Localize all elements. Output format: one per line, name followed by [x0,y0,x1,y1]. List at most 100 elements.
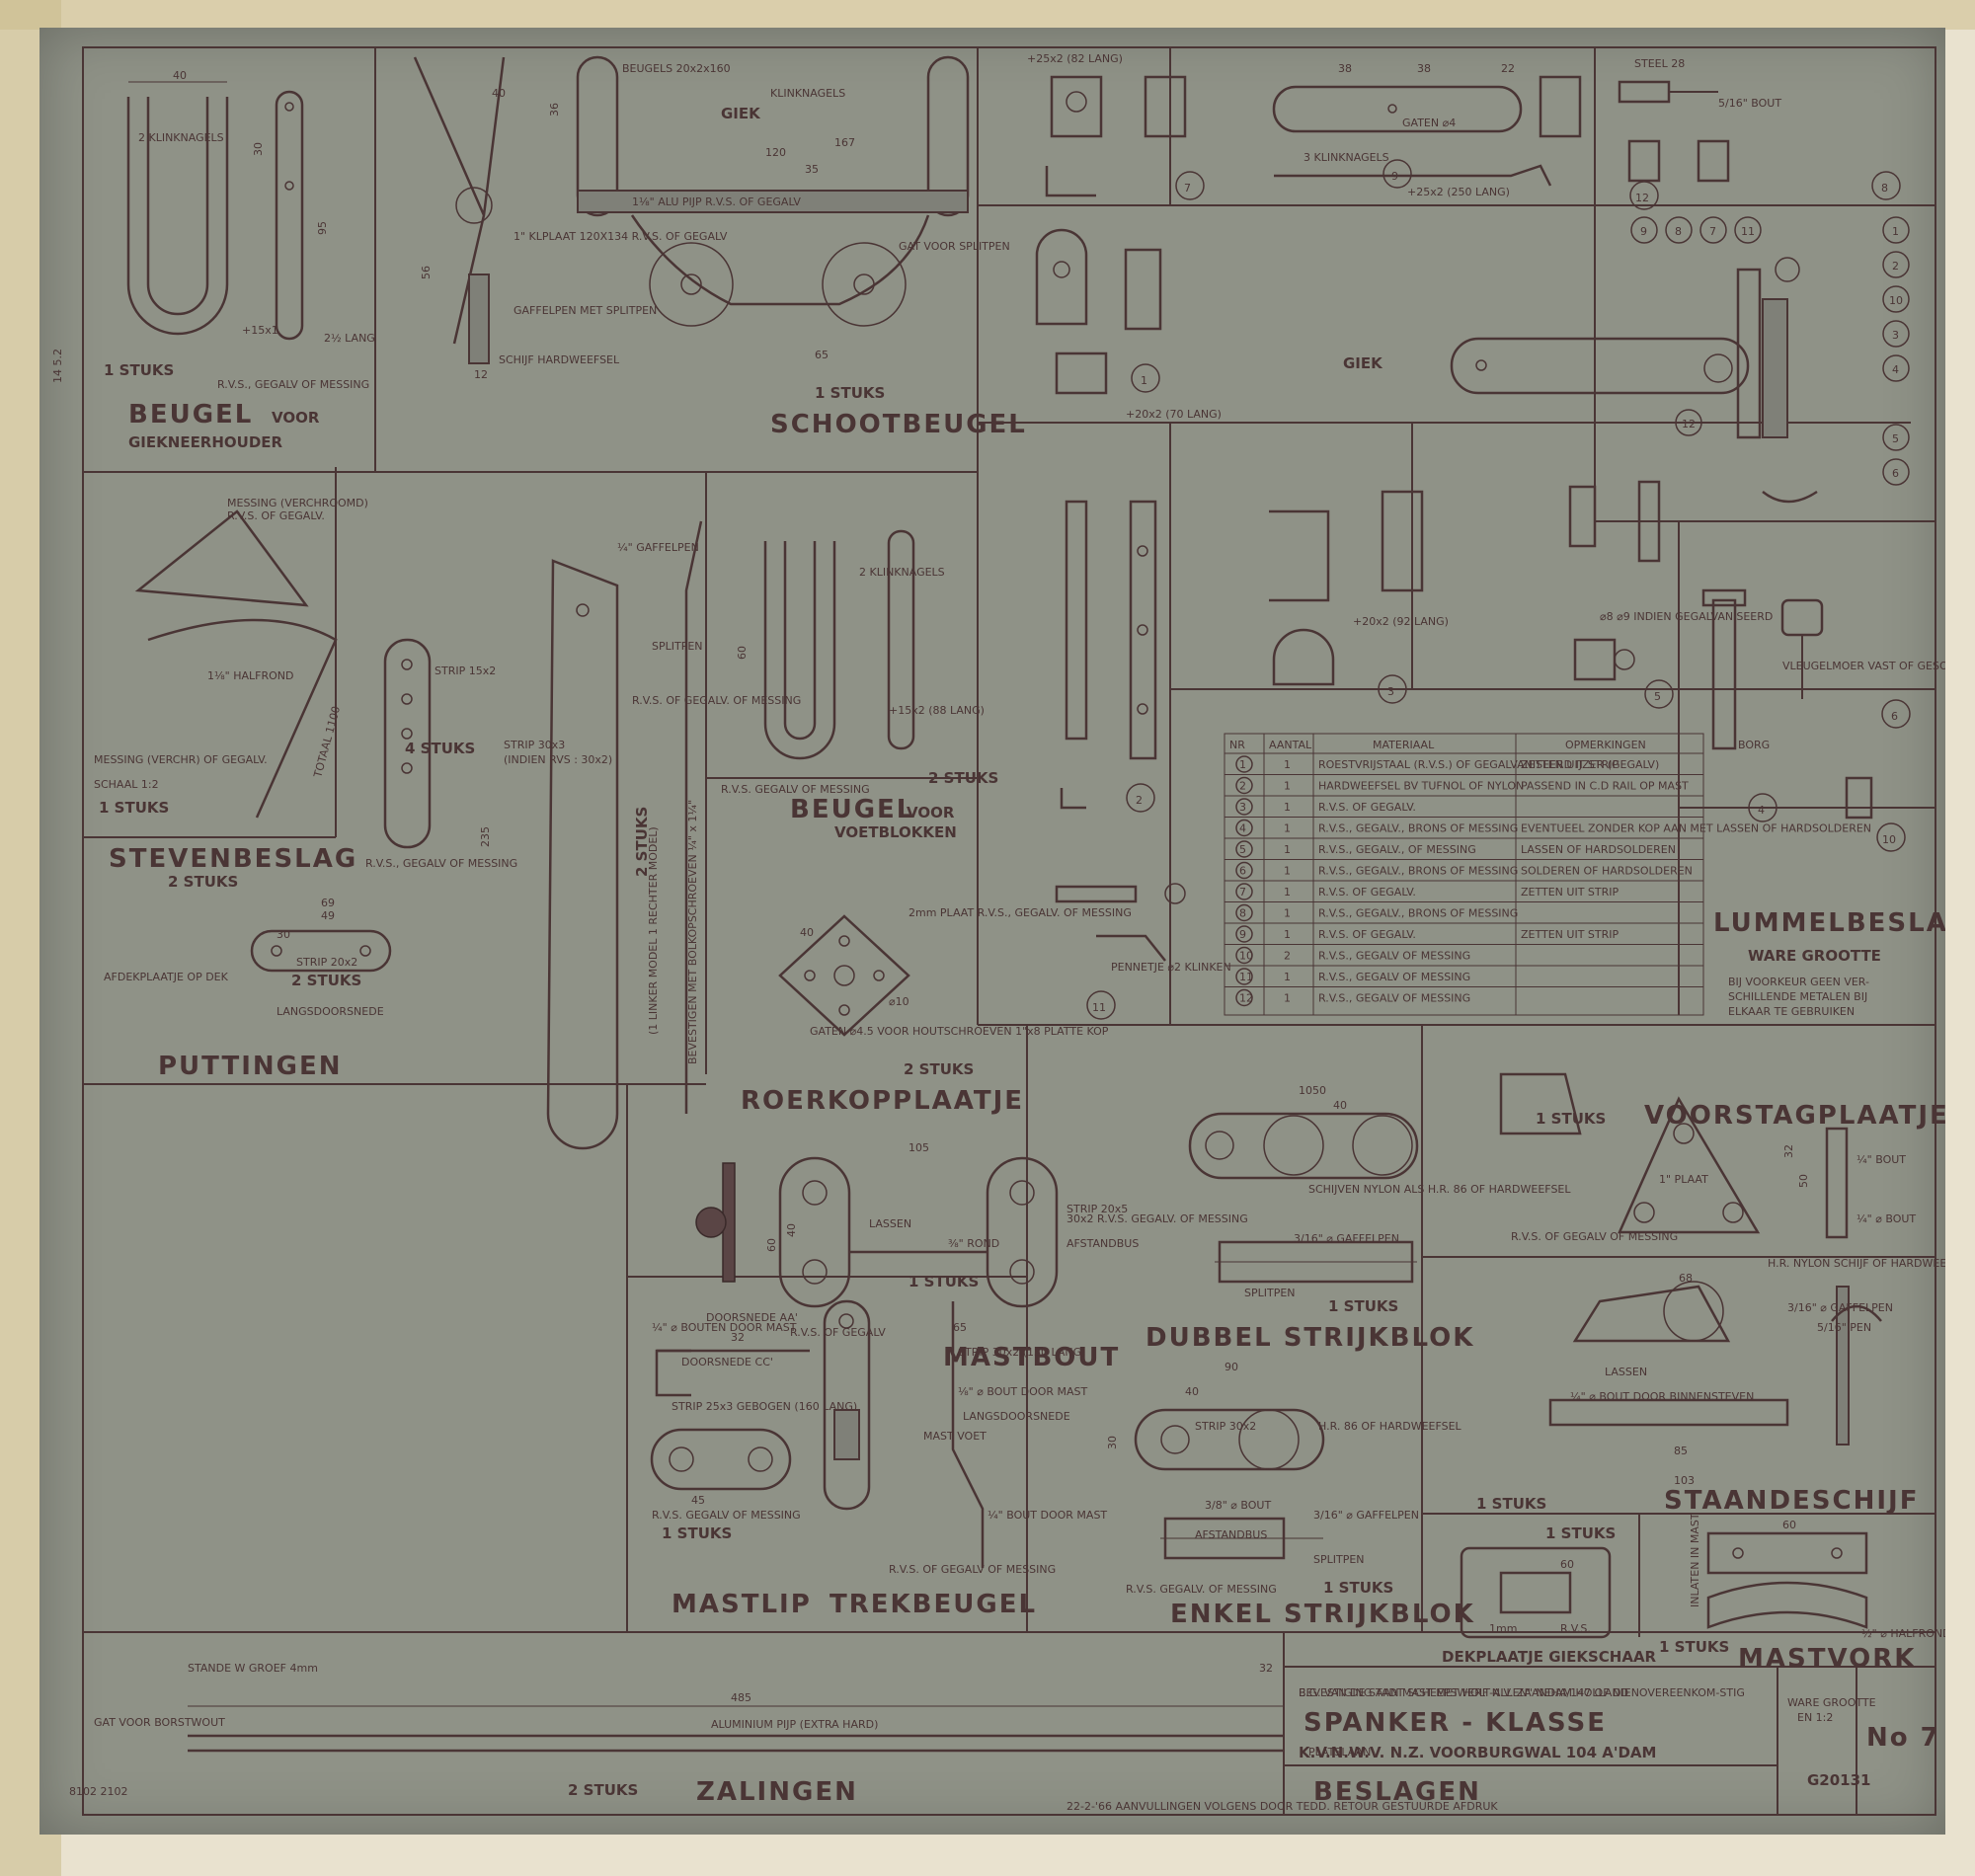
table-header-nr: NR [1229,739,1245,751]
material-note: R.V.S., GEGALV OF MESSING [217,378,369,391]
part-7-note: +25x2 (82 LANG) [1027,52,1123,65]
part-number: 8 [1881,182,1888,195]
table-row-bubble [1235,861,1253,880]
dim-60: 60 [1782,1519,1796,1531]
table-cell: 1 [1284,822,1291,835]
dim-90: 90 [1224,1361,1238,1373]
table-cell: 11 [1239,971,1253,983]
material-note: R.V.S., GEGALV OF MESSING [365,857,517,870]
dim-60: 60 [1560,1558,1574,1571]
table-cell: 1 [1284,992,1291,1005]
part-number-bubble [1378,674,1407,704]
callout-label: 7 [1709,225,1716,238]
strip-note: STRIP 15x2 [434,664,496,677]
callout-label: 10 [1889,294,1903,307]
rivet-hole [284,181,294,191]
part-number: 7 [1184,182,1191,195]
title-beugel: BEUGEL [128,400,253,430]
revision-note: 22-2-'66 AANVULLINGEN VOLGENS DOOR TEDD.… [1066,1800,1498,1813]
dim-49: 49 [321,909,335,922]
table-cell: 8 [1239,907,1246,920]
table-row-bubble [1235,988,1253,1007]
pen-note: 5/16" PEN [1817,1321,1871,1334]
plate-note: 1" KLPLAAT 120X134 R.V.S. OF GEGALV [514,230,728,243]
dim-50: 50 [1797,1174,1810,1188]
bolt-note-1: ⅛" ⌀ BOUT DOOR MAST [958,1385,1088,1398]
table-cell: R.V.S., GEGALV OF MESSING [1318,992,1470,1005]
sheave-note: H.R. 86 OF HARDWEEFSEL [1318,1420,1462,1433]
margin-annotations: 14 5.2 8102 2102 [51,349,128,1798]
dim-40: 40 [173,69,187,82]
qty-2-vertical: 2 STUKS [633,807,651,877]
subtitle-ware-grootte: WARE GROOTTE [1748,947,1881,965]
part-number-bubble [1086,990,1116,1020]
holes-note: GATEN ⌀4 [1402,117,1456,129]
callout-bubble [1665,216,1693,244]
part-number: 6 [1891,710,1898,723]
part-4-10: BORG 4 10 [1701,588,1906,852]
qty-label: 1 STUKS [815,384,885,402]
scale-line1: WARE GROOTTE [1787,1696,1876,1709]
table-cell: 1 [1284,758,1291,771]
section-note: DOORSNEDE CC' [681,1356,773,1368]
title-staandeschijf: STAANDESCHIJF [1664,1486,1919,1516]
dim-56: 56 [420,266,433,279]
cell-trekbeugel: STRIP 30x2 (130 LANG) ⅛" ⌀ BOUT DOOR MAS… [823,1299,1107,1619]
table-cell: 12 [1239,992,1253,1005]
callout-label: 9 [1640,225,1647,238]
spacer-note: AFSTANDBUS [1195,1528,1267,1541]
part-3: +20x2 (92 LANG) 3 [1269,490,1449,704]
part-number-bubble [1748,793,1778,822]
afdekplaatje [250,929,392,973]
callout-bubble [1882,424,1910,451]
callout-bubble [1630,216,1658,244]
sheave-note: SCHIJF HARDWEEFSEL [499,353,620,366]
beugels-note: BEUGELS 20x2x160 [622,62,731,75]
drawing-title: BESLAGEN [1313,1777,1481,1807]
round-note: ⅜" ROND [948,1237,999,1250]
bolts-note: ¼" ⌀ BOUTEN DOOR MAST [652,1321,797,1334]
table-cell: LASSEN OF HARDSOLDEREN [1521,843,1676,856]
material-note-1: MESSING (VERCHROOMD) [227,497,368,509]
dim-68: 68 [1679,1272,1693,1285]
margin-left-note: 14 5.2 [51,349,64,383]
putting-strip [546,559,619,1150]
table-cell: R.V.S., GEGALV., BRONS OF MESSING [1318,822,1518,835]
dim-235: 235 [479,826,492,847]
sheet-number: No 7 [1866,1723,1940,1753]
note-line2: SCHILLENDE METALEN BIJ [1728,990,1867,1003]
part-number: 4 [1758,804,1765,817]
dim-10: ⌀10 [889,995,909,1008]
tube-note: 1⅛" ALU PIJP R.V.S. OF GEGALV [632,195,801,208]
bolt-note: ¼" ⌀ BOUT DOOR BINNENSTEVEN [1570,1390,1754,1403]
callout-bubble [1699,216,1727,244]
table-cell: 1 [1284,865,1291,878]
cell-schootbeugel: 40 56 36 12 1" KLPLAAT 120X134 R.V.S. OF… [413,55,1025,439]
halfround-note: 1⅛" HALFROND [207,669,293,682]
material-note: R.V.S. GEGALV OF MESSING [721,783,870,796]
gaffelpen-note: 3/16" ⌀ GAFFELPEN [1787,1301,1893,1314]
part-number: 9 [1391,170,1398,183]
company-line: E.G. VAN DE STADT SCHEEPSWERF N.V. ZAAND… [1299,1686,1628,1699]
title-mastvork: MASTVORK [1738,1644,1916,1674]
material-note: R.V.S. [1560,1622,1591,1635]
callout-label: 11 [1741,225,1755,238]
title-mastlip: MASTLIP [672,1590,812,1619]
material-note-3: MESSING (VERCHR) OF GEGALV. [94,753,268,766]
qty-2b: 2 STUKS [291,972,361,989]
dim-65: 65 [815,349,829,361]
dim-32: 32 [1782,1144,1795,1158]
splitpen-note: SPLITPEN [1244,1287,1296,1299]
callout-label: 3 [1892,329,1899,342]
part-number-bubble [1881,699,1911,729]
qty-label: 1 STUKS [1323,1579,1393,1597]
splitpen-note: SPLITPEN [652,640,703,653]
title-zalingen: ZALINGEN [696,1777,858,1807]
part-number-bubble [1126,783,1155,813]
title-voor: VOOR [907,804,955,821]
top-tape [0,0,1975,30]
plate-note: 1" PLAAT [1659,1173,1708,1186]
table-cell: 7 [1239,886,1246,899]
sheave-side [468,274,490,364]
part-3-note: +20x2 (92 LANG) [1353,615,1449,628]
